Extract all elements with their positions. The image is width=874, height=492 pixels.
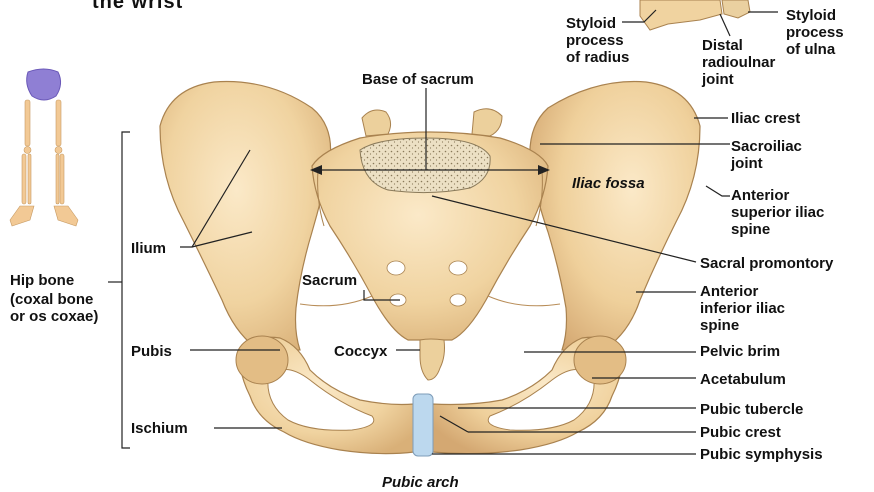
hip-bone-label: Hip bone [10,272,74,289]
pubic-crest-label: Pubic crest [700,424,781,441]
pubic-arch-label: Pubic arch [382,474,459,491]
skeleton-thumbnail [10,69,78,226]
hip-bone-bracket [108,132,130,448]
pubis-label: Pubis [131,343,172,360]
pubic-tubercle-label: Pubic tubercle [700,401,803,418]
header-fragment: the wrist [92,0,183,11]
coccyx-label: Coccyx [334,343,387,360]
styloid-process-radius-label: Styloid process of radius [566,15,629,66]
pelvis-illustration [160,82,700,456]
iliac-fossa-label: Iliac fossa [572,175,645,192]
hip-bone-subtitle: (coxal bone or os coxae) [10,291,98,325]
pubic-symphysis-label: Pubic symphysis [700,446,823,463]
iliac-crest-label: Iliac crest [731,110,800,127]
sacrum-label: Sacrum [302,272,357,289]
distal-radioulnar-joint-label: Distal radioulnar joint [702,37,775,88]
pelvic-brim-label: Pelvic brim [700,343,780,360]
ilium-label: Ilium [131,240,166,257]
wrist-bones-fragment [640,0,750,30]
base-of-sacrum-label: Base of sacrum [362,71,474,88]
sacral-promontory-label: Sacral promontory [700,255,833,272]
styloid-process-ulna-label: Styloid process of ulna [786,7,844,58]
ischium-label: Ischium [131,420,188,437]
anterior-inferior-iliac-spine-label: Anterior inferior iliac spine [700,283,785,334]
anterior-superior-iliac-spine-label: Anterior superior iliac spine [731,187,824,238]
sacroiliac-joint-label: Sacroiliac joint [731,138,802,172]
acetabulum-label: Acetabulum [700,371,786,388]
